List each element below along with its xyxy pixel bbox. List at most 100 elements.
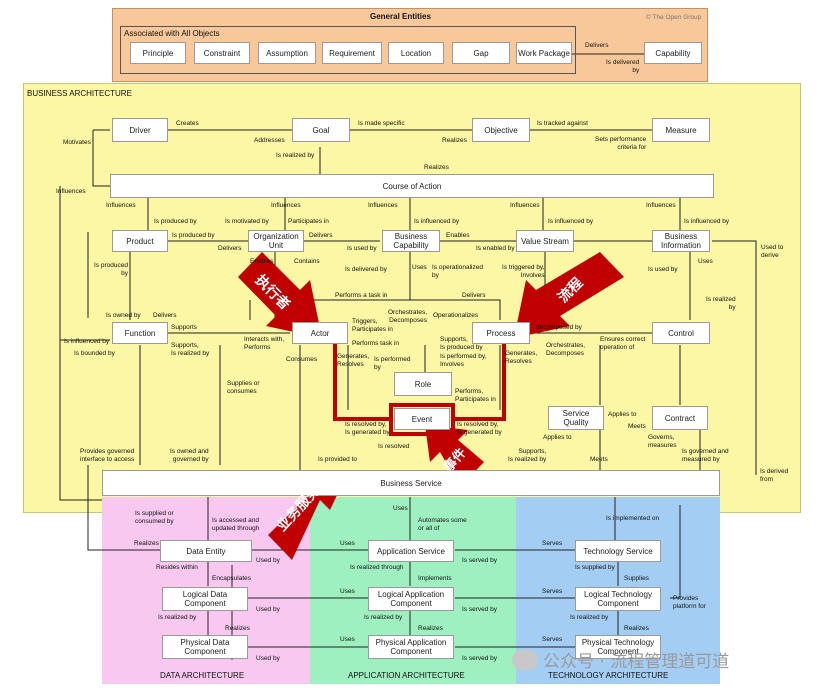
function-box[interactable]: Function <box>112 322 168 344</box>
gap-box[interactable]: Gap <box>452 42 510 64</box>
tech-serves-1-label: Serves <box>542 540 563 547</box>
business-service-box[interactable]: Business Service <box>102 470 720 496</box>
course-of-action-box[interactable]: Course of Action <box>110 174 714 198</box>
location-box[interactable]: Location <box>388 42 444 64</box>
governed-measured-label: Is governed and measured by <box>682 448 729 463</box>
principle-box[interactable]: Principle <box>130 42 186 64</box>
produced-by-3-label: Is produced by <box>94 262 128 277</box>
technology-service-box[interactable]: Technology Service <box>575 540 661 562</box>
app-is-realized-by-label: Is realized by <box>364 614 403 621</box>
contains-label: Contains <box>294 258 320 265</box>
enables-2-label: Enables <box>250 258 274 265</box>
influenced-by-3-label: Is influenced by <box>684 218 730 225</box>
capability-box[interactable]: Capability <box>644 42 702 64</box>
business-information-box[interactable]: Business Information <box>652 230 710 252</box>
tech-realizes-label: Realizes <box>624 625 649 632</box>
value-stream-box[interactable]: Value Stream <box>516 230 574 252</box>
data-is-realized-by-label: Is realized by <box>158 614 197 621</box>
implemented-on-label: Is implemented on <box>606 515 660 522</box>
delivers-3-label: Delivers <box>153 312 177 319</box>
owned-governed-label: Is owned and governed by <box>170 448 209 463</box>
derived-from-label: Is derived from <box>760 468 789 483</box>
decomposed-by-label: decomposed by <box>536 324 582 331</box>
requirement-box[interactable]: Requirement <box>322 42 382 64</box>
app-uses-3-label: Uses <box>340 636 355 643</box>
goal-box[interactable]: Goal <box>292 118 350 142</box>
contract-box[interactable]: Contract <box>652 406 708 430</box>
motivates-label: Motivates <box>63 139 91 146</box>
supports-realized-label: Supports, Is realized by <box>171 342 210 357</box>
constraint-box[interactable]: Constraint <box>194 42 250 64</box>
app-uses-1-label: Uses <box>340 540 355 547</box>
addresses-label: Addresses <box>254 137 285 144</box>
product-box[interactable]: Product <box>112 230 168 252</box>
process-box[interactable]: Process <box>472 322 530 344</box>
resolved-generated-2-label: Is resolved by, Is generated by <box>457 421 502 436</box>
assumption-box[interactable]: Assumption <box>258 42 316 64</box>
realizes-goal-label: Realizes <box>442 137 467 144</box>
is-used-by-2-label: Is used by <box>648 266 678 273</box>
physical-technology-component-box[interactable]: Physical Technology Component <box>575 635 661 659</box>
app-served-by-3-label: Is served by <box>462 655 498 662</box>
data-entity-box[interactable]: Data Entity <box>160 540 252 562</box>
applies-to-2-label: Applies to <box>543 434 572 441</box>
data-used-by-3-label: Used by <box>256 655 280 662</box>
supplied-consumed-label: Is supplied or consumed by <box>135 510 174 525</box>
data-realizes-label: Realizes <box>134 540 159 547</box>
supports-produced-label: Supports, Is produced by <box>440 336 483 351</box>
physical-data-component-box[interactable]: Physical Data Component <box>162 635 248 659</box>
application-service-box[interactable]: Application Service <box>368 540 454 562</box>
meets-2-label: Meets <box>590 456 608 463</box>
tech-serves-3-label: Serves <box>542 636 563 643</box>
generates-2-label: Generates, Resolves <box>505 350 538 365</box>
influenced-by-2-label: Is influenced by <box>548 218 594 225</box>
automates-label: Automates some or all of <box>418 517 467 532</box>
tech-is-realized-by-label: Is realized by <box>570 614 609 621</box>
service-quality-box[interactable]: Service Quality <box>548 406 604 430</box>
performs-participates-label: Performs, Participates in <box>455 388 496 403</box>
tech-supplied-by-label: Is supplied by <box>575 564 615 571</box>
implements-label: Implements <box>418 575 452 582</box>
physical-application-component-box[interactable]: Physical Application Component <box>368 635 454 659</box>
produced-by-1-label: Is produced by <box>154 218 197 225</box>
delivers-2-label: Delivers <box>309 232 333 239</box>
influenced-by-1-label: Is influenced by <box>414 218 460 225</box>
data-architecture-title: DATA ARCHITECTURE <box>160 671 245 680</box>
supports-1-label: Supports <box>171 324 198 331</box>
organization-unit-box[interactable]: Organization Unit <box>248 230 304 252</box>
uses-2-label: Uses <box>698 258 713 265</box>
realized-by-right-label: Is realized by <box>706 296 736 311</box>
performs-task-2-label: Performs task in <box>352 340 399 347</box>
watermark-text: 公众号 · 流程管理道可道 <box>543 652 730 672</box>
tech-serves-2-label: Serves <box>542 588 563 595</box>
influenced-by-left-label: Is influenced by <box>64 338 110 345</box>
driver-box[interactable]: Driver <box>112 118 168 142</box>
bounded-by-label: Is bounded by <box>74 350 115 357</box>
logical-application-component-box[interactable]: Logical Application Component <box>368 587 454 611</box>
control-box[interactable]: Control <box>652 322 710 344</box>
is-performed-by-label: Is performed by <box>374 356 411 371</box>
wechat-icon <box>512 649 538 670</box>
accessed-updated-label: Is accessed and updated through <box>212 517 260 532</box>
app-realizes-label: Realizes <box>418 625 443 632</box>
meets-1-label: Meets <box>628 423 646 430</box>
app-served-by-1-label: Is served by <box>462 557 498 564</box>
objective-box[interactable]: Objective <box>472 118 530 142</box>
delivered-by-label: Is delivered by <box>345 266 387 273</box>
measure-box[interactable]: Measure <box>652 118 710 142</box>
is-provided-to-label: Is provided to <box>318 456 358 463</box>
logical-technology-component-box[interactable]: Logical Technology Component <box>575 587 661 611</box>
work-package-box[interactable]: Work Package <box>516 42 572 64</box>
business-architecture-title: BUSINESS ARCHITECTURE <box>27 89 132 98</box>
provides-platform-label: Provides platform for <box>673 595 706 610</box>
event-box[interactable]: Event <box>394 408 450 430</box>
business-capability-box[interactable]: Business Capability <box>382 230 440 252</box>
actor-box[interactable]: Actor <box>292 322 348 344</box>
logical-data-component-box[interactable]: Logical Data Component <box>162 587 248 611</box>
tech-supplies-label: Supplies <box>624 575 649 582</box>
supplies-consumes-label: Supplies or consumes <box>227 380 260 395</box>
operationalizes-label: Operationalizes <box>433 312 479 319</box>
is-realized-by-goal-label: Is realized by <box>276 152 315 159</box>
role-box[interactable]: Role <box>394 372 452 396</box>
delivers-1-label: Delivers <box>218 245 242 252</box>
